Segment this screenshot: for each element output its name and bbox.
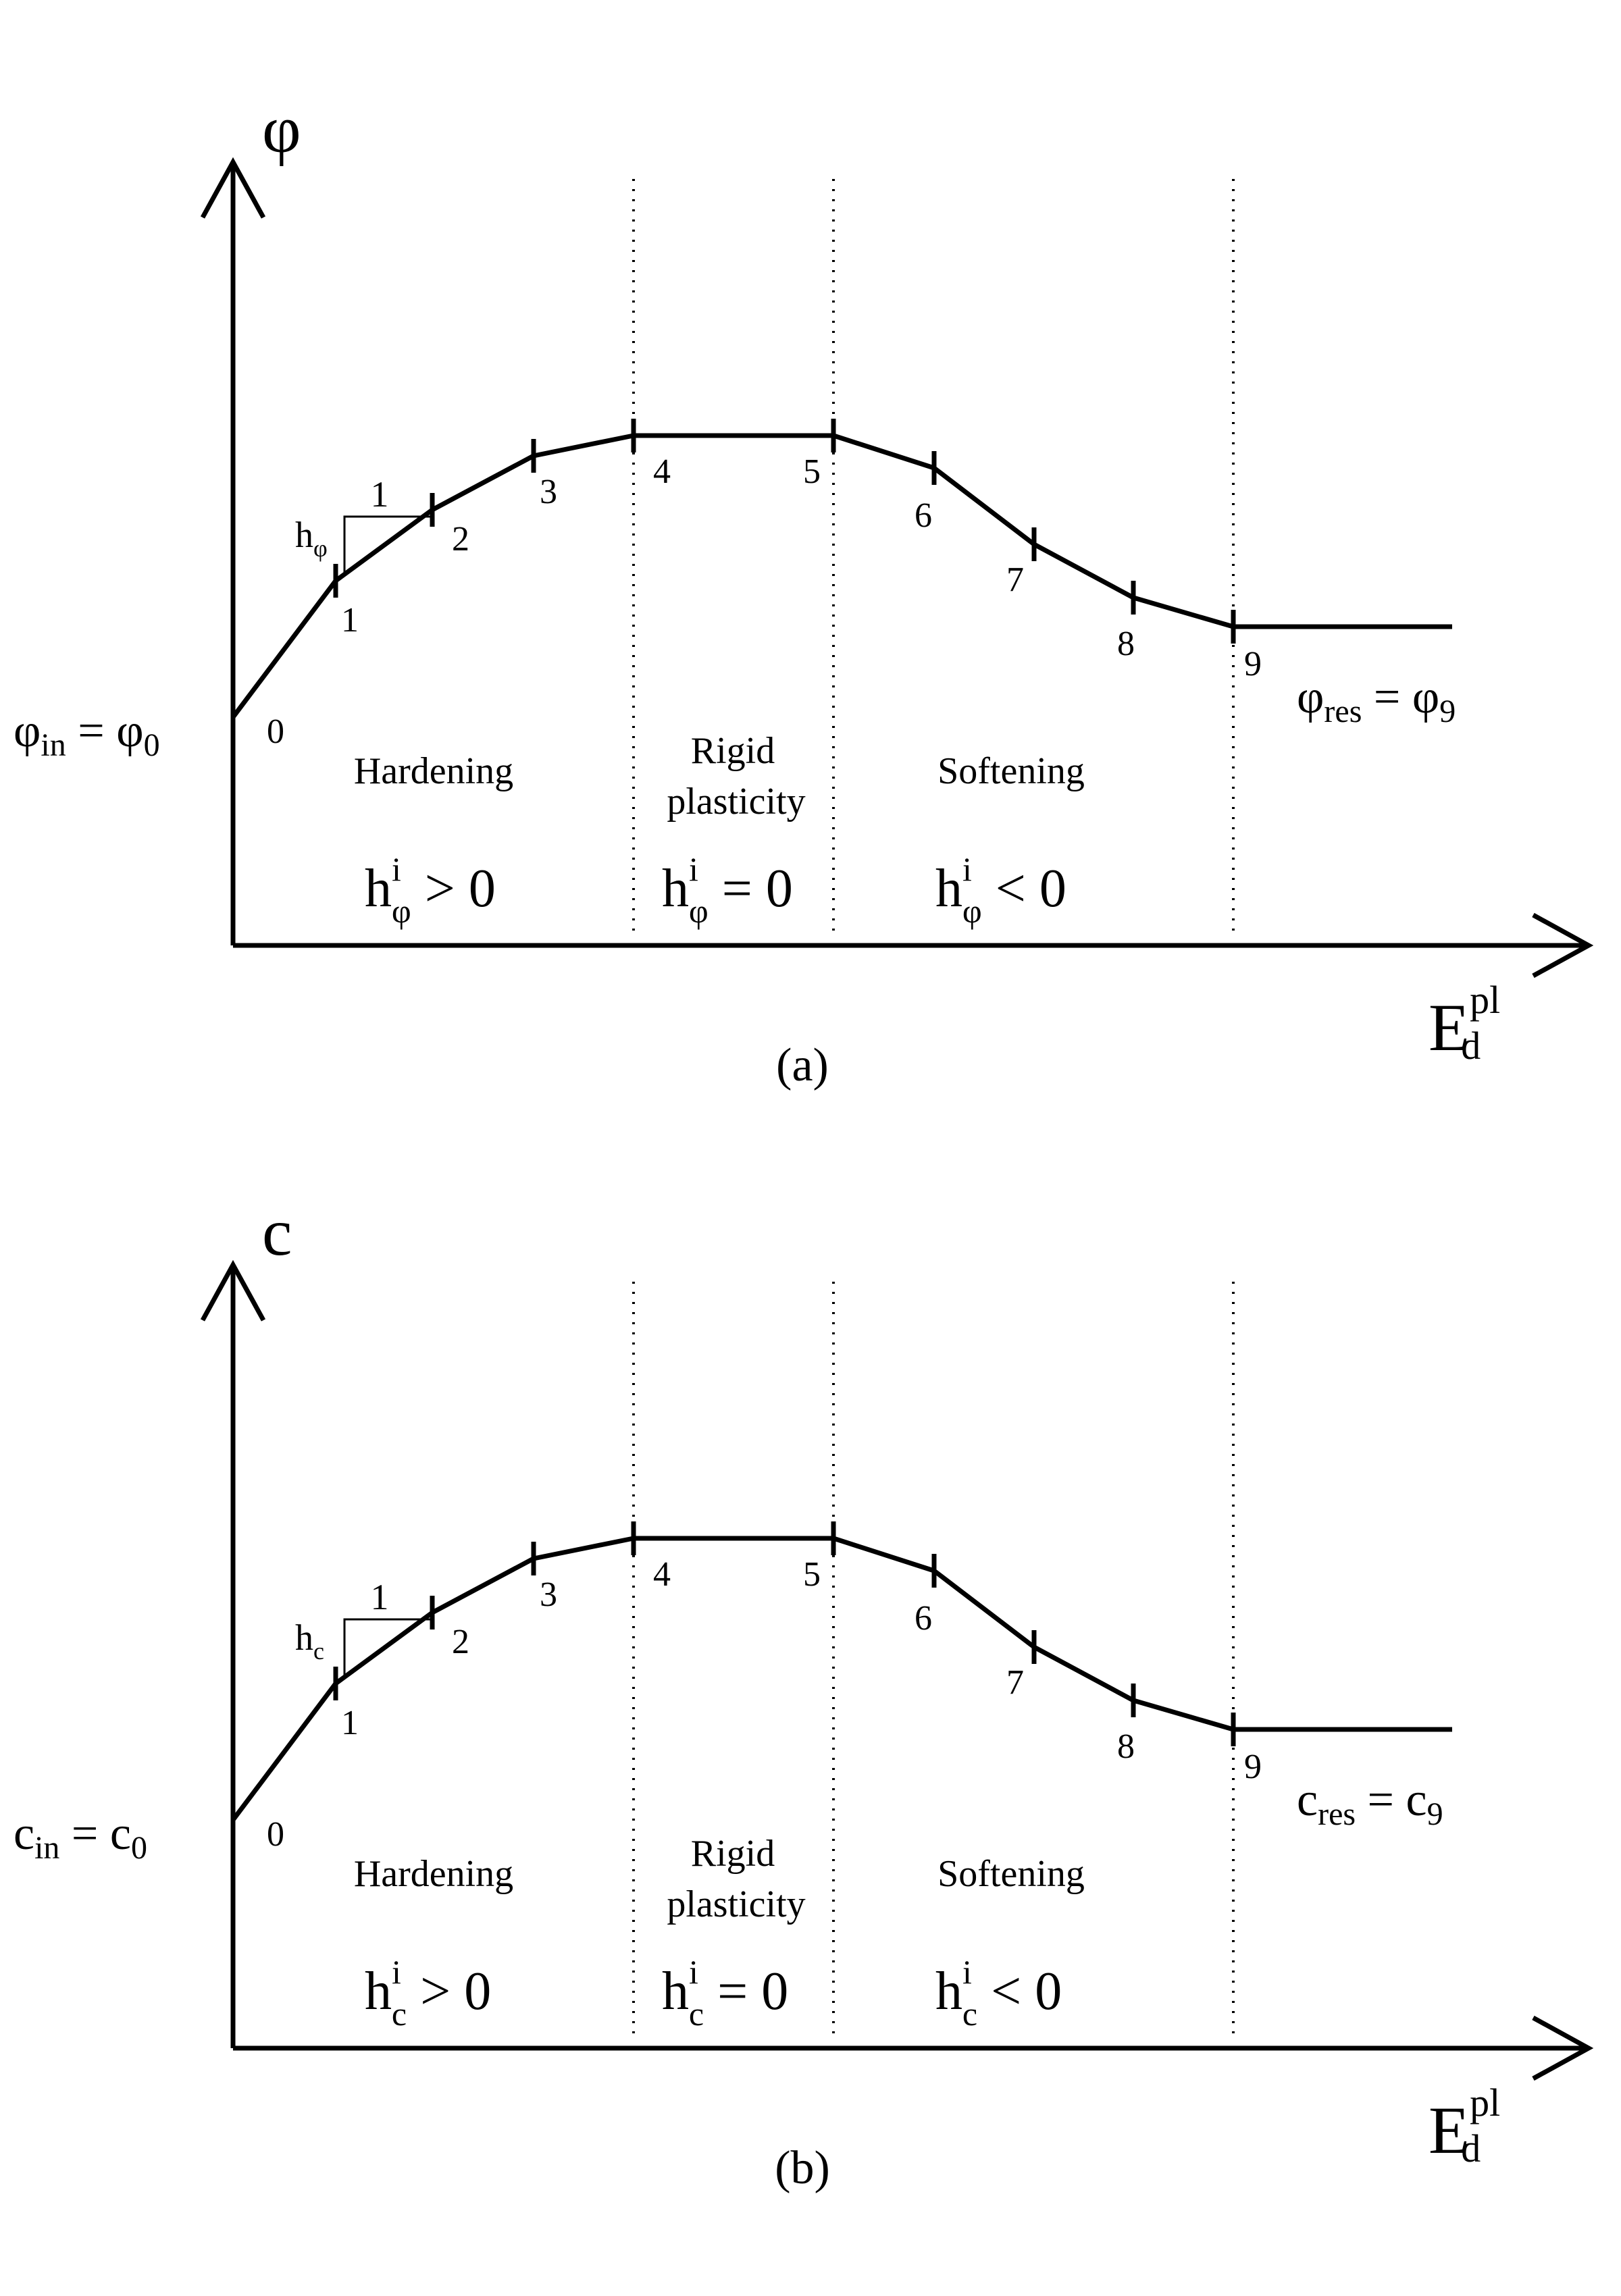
region-softening: Softening bbox=[937, 750, 1085, 792]
slope-label: hφ bbox=[295, 515, 328, 562]
point-label-7: 7 bbox=[1006, 1663, 1024, 1702]
panel-caption: (a) bbox=[776, 1039, 829, 1091]
point-label-0: 0 bbox=[267, 712, 284, 751]
slope-triangle bbox=[343, 1618, 432, 1677]
point-label-1: 1 bbox=[341, 601, 359, 640]
point-label-0: 0 bbox=[267, 1815, 284, 1854]
point-label-5: 5 bbox=[803, 452, 821, 491]
initial-value-label: cin = c0 bbox=[14, 1808, 147, 1866]
point-label-2: 2 bbox=[452, 1623, 469, 1661]
region-rigid-line1: Rigid bbox=[691, 730, 775, 772]
slope-triangle bbox=[343, 515, 432, 574]
region-rigid-line2: plasticity bbox=[667, 781, 805, 823]
residual-value-label: cres = c9 bbox=[1297, 1774, 1443, 1832]
slope-run-label: 1 bbox=[371, 474, 389, 515]
x-axis-arrow-icon bbox=[1532, 2015, 1594, 2081]
point-label-6: 6 bbox=[915, 496, 932, 535]
point-label-3: 3 bbox=[540, 1575, 557, 1614]
point-label-9: 9 bbox=[1244, 1748, 1262, 1786]
region-softening: Softening bbox=[937, 1853, 1085, 1895]
region-rigid-line1: Rigid bbox=[691, 1833, 775, 1875]
point-label-6: 6 bbox=[915, 1599, 932, 1638]
y-axis-symbol: c bbox=[262, 1195, 292, 1270]
curve bbox=[231, 433, 1452, 719]
point-label-3: 3 bbox=[540, 473, 557, 511]
initial-value-label: φin = φ0 bbox=[14, 705, 160, 763]
point-label-4: 4 bbox=[653, 452, 671, 491]
slope-label: hc bbox=[295, 1617, 324, 1665]
point-label-8: 8 bbox=[1117, 625, 1135, 663]
y-axis-symbol: φ bbox=[262, 92, 301, 167]
region-hardening: Hardening bbox=[354, 1853, 513, 1895]
curve bbox=[231, 1536, 1452, 1822]
point-label-9: 9 bbox=[1244, 645, 1262, 683]
panel-caption: (b) bbox=[775, 2142, 830, 2194]
y-axis-arrow-icon bbox=[200, 157, 266, 219]
x-axis-arrow-icon bbox=[1532, 912, 1594, 979]
point-label-8: 8 bbox=[1117, 1727, 1135, 1766]
y-axis-arrow-icon bbox=[200, 1259, 266, 1322]
region-hardening: Hardening bbox=[354, 750, 513, 792]
point-label-7: 7 bbox=[1006, 560, 1024, 599]
point-label-4: 4 bbox=[653, 1555, 671, 1594]
region-rigid-line2: plasticity bbox=[667, 1883, 805, 1925]
point-label-2: 2 bbox=[452, 520, 469, 558]
slope-run-label: 1 bbox=[371, 1577, 389, 1617]
point-label-5: 5 bbox=[803, 1555, 821, 1594]
point-label-1: 1 bbox=[341, 1704, 359, 1742]
residual-value-label: φres = φ9 bbox=[1297, 671, 1456, 729]
